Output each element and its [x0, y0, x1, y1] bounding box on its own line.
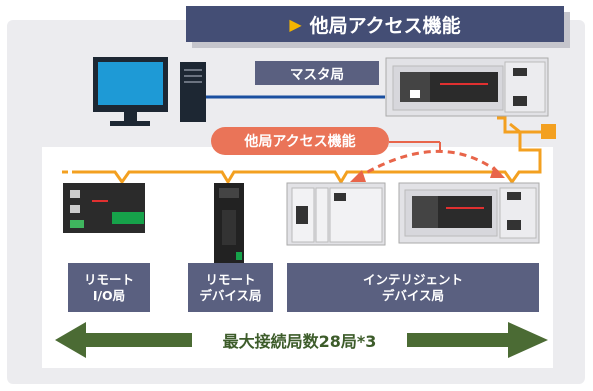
- intelligent-plc-2-icon: [398, 182, 540, 244]
- remote-device-label-line1: リモート: [205, 271, 256, 287]
- terminator-icon: [541, 124, 556, 139]
- remote-io-label-line2: I/O局: [92, 287, 126, 303]
- other-station-access-label: 他局アクセス機能: [211, 127, 389, 155]
- remote-io-label: リモート I/O局: [68, 263, 150, 312]
- play-triangle-icon: ▶: [289, 14, 302, 34]
- title-bar: ▶ 他局アクセス機能: [186, 6, 564, 42]
- remote-device-icon: [214, 183, 244, 263]
- intelligent-device-label-line2: デバイス局: [381, 287, 445, 303]
- intelligent-device-label: インテリジェント デバイス局: [287, 263, 539, 312]
- title-text: 他局アクセス機能: [309, 14, 461, 37]
- remote-device-label: リモート デバイス局: [188, 263, 273, 312]
- remote-io-label-line1: リモート: [83, 271, 134, 287]
- master-plc-icon: [385, 57, 549, 117]
- master-station-label: マスタ局: [255, 61, 379, 85]
- access-curved-arrow: [350, 141, 505, 182]
- max-stations-text: 最大接続局数28局*3: [192, 327, 407, 353]
- remote-io-plc-icon: [63, 183, 145, 233]
- network-cable: [62, 116, 545, 185]
- remote-device-label-line2: デバイス局: [199, 287, 262, 303]
- intelligent-device-label-line1: インテリジェント: [362, 271, 463, 287]
- intelligent-plc-1-icon: [286, 182, 386, 246]
- desktop-pc-icon: [93, 57, 206, 126]
